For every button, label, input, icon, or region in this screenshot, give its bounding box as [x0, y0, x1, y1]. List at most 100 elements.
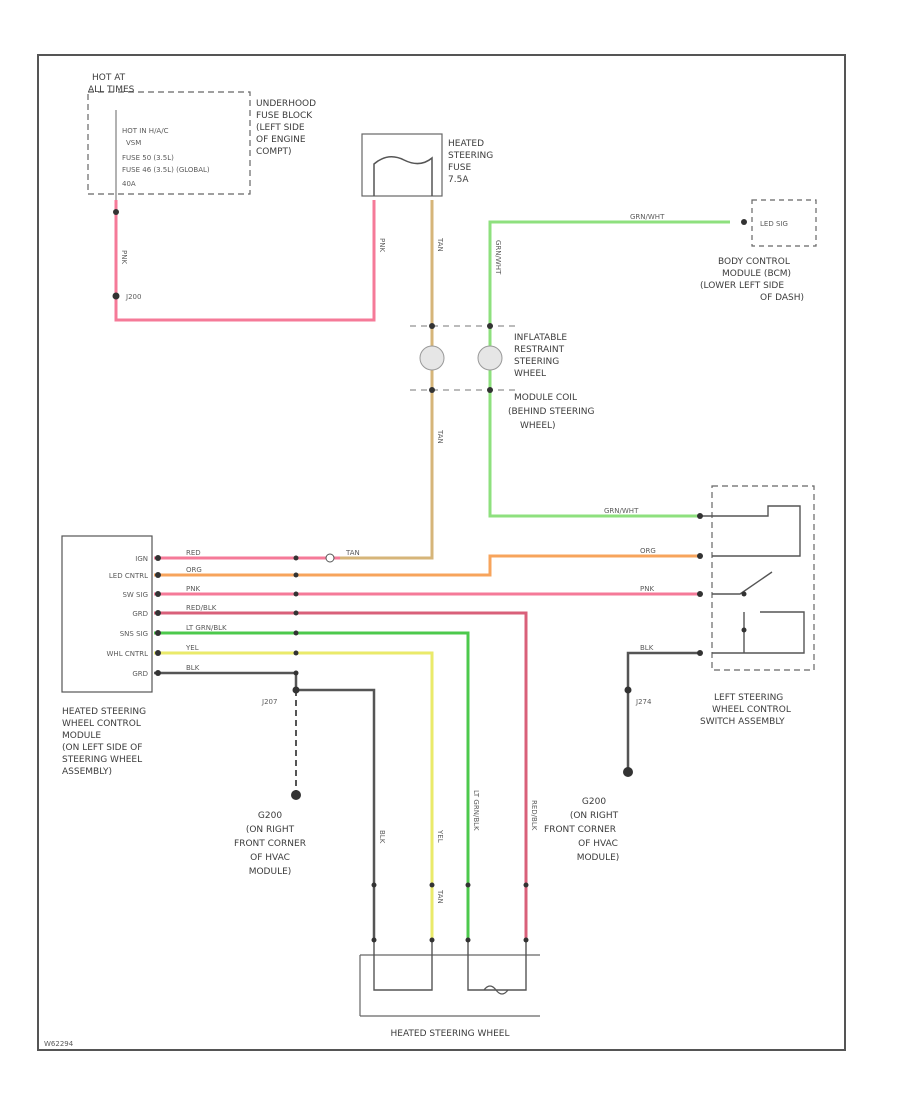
- svg-text:HOT IN H/A/C: HOT IN H/A/C: [122, 127, 169, 135]
- ground-g200-left: [291, 790, 301, 800]
- svg-text:HEATED: HEATED: [448, 139, 484, 149]
- svg-text:WHEEL CONTROL: WHEEL CONTROL: [62, 719, 141, 729]
- svg-text:SNS SIG: SNS SIG: [120, 630, 148, 638]
- wire-orange-led-cntrl: [154, 554, 700, 577]
- label-heated-steering-fuse: HEATED STEERING FUSE 7.5A: [448, 139, 493, 185]
- svg-text:OF HVAC: OF HVAC: [578, 839, 618, 849]
- svg-text:VSM: VSM: [126, 139, 141, 147]
- svg-text:FRONT CORNER: FRONT CORNER: [544, 825, 616, 835]
- svg-text:ALL TIMES: ALL TIMES: [88, 85, 135, 95]
- label-heated-steering-wheel: HEATED STEERING WHEEL: [391, 1029, 510, 1039]
- svg-text:SW SIG: SW SIG: [122, 591, 148, 599]
- label-bcm-inner: LED SIG: [760, 220, 788, 228]
- svg-text:WHEEL: WHEEL: [514, 369, 546, 379]
- svg-text:BODY CONTROL: BODY CONTROL: [718, 257, 790, 267]
- wire-label-pink-splice: PNK: [120, 250, 128, 264]
- svg-text:(BEHIND STEERING: (BEHIND STEERING: [508, 407, 595, 417]
- label-bcm: BODY CONTROL MODULE (BCM) (LOWER LEFT SI…: [700, 257, 804, 303]
- svg-text:UNDERHOOD: UNDERHOOD: [256, 99, 316, 109]
- label-hswcm: HEATED STEERING WHEEL CONTROL MODULE (ON…: [62, 707, 146, 777]
- label-g200-right: G200 (ON RIGHT FRONT CORNER OF HVAC MODU…: [544, 797, 619, 863]
- wire-tan-ign: [340, 200, 434, 560]
- svg-text:IGN: IGN: [135, 555, 148, 563]
- wire-label-blk-switch: BLK: [640, 644, 654, 652]
- wire-label-org-switch: ORG: [640, 547, 656, 555]
- wire-label-ltgrn-down: LT GRN/BLK: [472, 790, 480, 831]
- left-steering-wheel-control-switch: [697, 485, 815, 671]
- heated-steering-wheel: [359, 882, 540, 1017]
- svg-text:PNK: PNK: [186, 585, 200, 593]
- svg-text:HEATED STEERING: HEATED STEERING: [62, 707, 146, 717]
- svg-text:FRONT CORNER: FRONT CORNER: [234, 839, 306, 849]
- svg-text:STEERING: STEERING: [514, 357, 559, 367]
- svg-text:MODULE COIL: MODULE COIL: [514, 393, 577, 403]
- svg-text:WHL CNTRL: WHL CNTRL: [107, 650, 149, 658]
- underhood-fuse-block: [87, 91, 251, 300]
- svg-text:GRD: GRD: [132, 670, 148, 678]
- label-g200-left: G200 (ON RIGHT FRONT CORNER OF HVAC MODU…: [234, 811, 306, 877]
- svg-text:ASSEMBLY): ASSEMBLY): [62, 767, 112, 777]
- svg-text:(LOWER LEFT SIDE: (LOWER LEFT SIDE: [700, 281, 784, 291]
- wire-label-pink-fuse: PNK: [378, 238, 386, 252]
- svg-text:OF ENGINE: OF ENGINE: [256, 135, 306, 145]
- body-control-module: [741, 199, 817, 247]
- svg-text:G200: G200: [582, 797, 606, 807]
- svg-text:ORG: ORG: [186, 566, 202, 574]
- svg-text:LED CNTRL: LED CNTRL: [109, 572, 148, 580]
- svg-text:MODULE (BCM): MODULE (BCM): [722, 269, 791, 279]
- svg-text:YEL: YEL: [185, 644, 199, 652]
- svg-text:COMPT): COMPT): [256, 147, 292, 157]
- svg-text:MODULE: MODULE: [62, 731, 101, 741]
- wire-label-tan-conn: TAN: [345, 549, 360, 557]
- label-splice-j200: J200: [125, 293, 141, 301]
- svg-text:WHEEL CONTROL: WHEEL CONTROL: [712, 705, 791, 715]
- label-fuse-block-inner: HOT IN H/A/C VSM FUSE 50 (3.5L) FUSE 46 …: [122, 127, 210, 188]
- svg-text:INFLATABLE: INFLATABLE: [514, 333, 567, 343]
- svg-text:(ON LEFT SIDE OF: (ON LEFT SIDE OF: [62, 743, 142, 753]
- wire-black-switch-ground: [626, 651, 700, 770]
- label-clockspring: INFLATABLE RESTRAINT STEERING WHEEL MODU…: [508, 333, 595, 431]
- svg-text:(LEFT SIDE: (LEFT SIDE: [256, 123, 305, 133]
- wire-black-grd: [154, 671, 298, 690]
- svg-text:(ON RIGHT: (ON RIGHT: [570, 811, 619, 821]
- wire-label-green-top: GRN/WHT: [630, 213, 665, 221]
- svg-text:OF HVAC: OF HVAC: [250, 853, 290, 863]
- heated-steering-wheel-control-module: [61, 535, 335, 693]
- wire-labels-module: RED ORG PNK RED/BLK LT GRN/BLK YEL BLK: [185, 549, 227, 672]
- svg-text:7.5A: 7.5A: [448, 175, 469, 185]
- wire-label-tan-top: TAN: [436, 237, 444, 252]
- label-underhood-fuse-block: UNDERHOOD FUSE BLOCK (LEFT SIDE OF ENGIN…: [256, 99, 316, 157]
- svg-text:MODULE): MODULE): [577, 853, 620, 863]
- splice-j274: [624, 686, 632, 694]
- wire-label-green-mid: GRN/WHT: [494, 240, 502, 275]
- svg-text:G200: G200: [258, 811, 282, 821]
- svg-text:RED/BLK: RED/BLK: [186, 604, 217, 612]
- wire-label-pnk-switch: PNK: [640, 585, 654, 593]
- label-lswcs: LEFT STEERING WHEEL CONTROL SWITCH ASSEM…: [700, 693, 791, 727]
- svg-text:RESTRAINT: RESTRAINT: [514, 345, 565, 355]
- svg-text:FUSE 50 (3.5L): FUSE 50 (3.5L): [122, 154, 174, 162]
- svg-text:HOT AT: HOT AT: [92, 73, 126, 83]
- svg-text:FUSE: FUSE: [448, 163, 471, 173]
- wire-red-black-grd: [154, 611, 528, 940]
- label-splice-j207: J207: [261, 698, 277, 706]
- svg-text:STEERING: STEERING: [448, 151, 493, 161]
- wire-label-tan-bottom: TAN: [436, 889, 444, 904]
- svg-text:(ON RIGHT: (ON RIGHT: [246, 825, 295, 835]
- svg-text:GRD: GRD: [132, 610, 148, 618]
- ground-g200-right: [623, 767, 633, 777]
- wire-label-tan-mid: TAN: [436, 429, 444, 444]
- svg-text:OF DASH): OF DASH): [760, 293, 804, 303]
- label-diagram-id: W62294: [44, 1040, 74, 1048]
- label-splice-j274: J274: [635, 698, 652, 706]
- label-module-pins: IGN LED CNTRL SW SIG GRD SNS SIG WHL CNT…: [107, 555, 149, 678]
- diagram-frame: [37, 54, 846, 1051]
- wire-pink-fuse-feed: [114, 200, 376, 322]
- wire-label-yel-down: YEL: [436, 829, 444, 843]
- svg-text:LEFT STEERING: LEFT STEERING: [714, 693, 783, 703]
- wire-black-to-wheel: [296, 688, 376, 940]
- svg-text:WHEEL): WHEEL): [520, 421, 556, 431]
- wire-label-green-ysw: GRN/WHT: [604, 507, 639, 515]
- svg-text:BLK: BLK: [186, 664, 200, 672]
